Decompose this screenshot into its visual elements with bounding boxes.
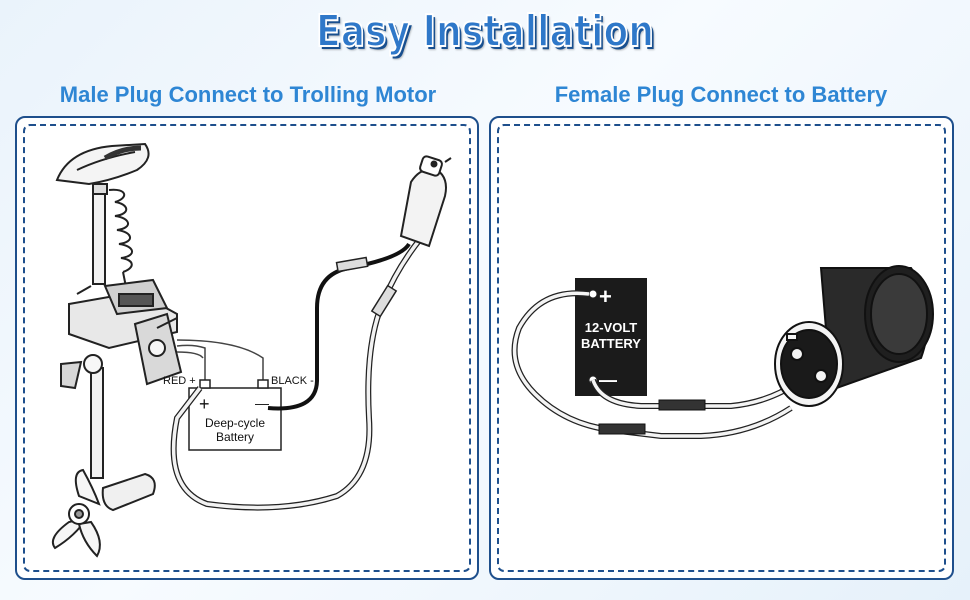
black-label: BLACK -: [271, 375, 314, 387]
positive-cable-core: [171, 236, 423, 510]
battery-label-line2: Battery: [216, 430, 254, 444]
negative-terminal: [588, 375, 598, 385]
battery-minus-label: —: [255, 395, 269, 411]
mount-bracket-icon: [60, 278, 183, 390]
battery-socket-diagram: + 12-VOLT BATTERY —: [511, 265, 934, 439]
motor-shaft-icon: [90, 193, 106, 479]
black-cable: [267, 242, 411, 411]
battery-label-line1: Deep-cycle: [205, 416, 265, 430]
positive-terminal: [588, 289, 598, 299]
cable-connector-upper: [658, 399, 706, 411]
deep-cycle-battery: [188, 379, 282, 451]
trolling-motor-diagram: RED + BLACK - + — Deep-cycle Battery: [51, 142, 452, 558]
positive-cable-core: [512, 291, 792, 438]
positive-cable-sleeve: [370, 284, 398, 318]
left-heading: Male Plug Connect to Trolling Motor: [59, 82, 437, 107]
coiled-cable-icon: [108, 188, 133, 293]
red-wire: [176, 344, 206, 380]
motor-head-icon: [55, 142, 150, 195]
battery-line2: BATTERY: [581, 336, 641, 351]
propeller-unit-icon: [51, 468, 156, 558]
trolling-motor-panel: RED + BLACK - + — Deep-cycle Battery: [15, 116, 479, 580]
positive-cable: [170, 236, 424, 511]
battery-panel: + 12-VOLT BATTERY —: [489, 116, 954, 580]
black-cable-sleeve: [335, 256, 369, 273]
right-heading: Female Plug Connect to Battery: [554, 82, 888, 107]
battery-line1: 12-VOLT: [585, 320, 638, 335]
red-label: RED +: [163, 375, 196, 387]
black-wire: [176, 339, 264, 380]
negative-cable-core: [591, 378, 803, 408]
battery-plus-label: +: [199, 394, 210, 414]
12v-battery: [575, 278, 647, 396]
negative-cable-outline: [590, 377, 803, 409]
battery-plus-label: +: [599, 284, 612, 309]
page-title: Easy Installation: [315, 5, 655, 58]
female-socket-icon: [774, 265, 934, 407]
male-plug-icon: [399, 155, 452, 248]
cable-connector-lower: [598, 423, 646, 435]
battery-minus-label: —: [599, 370, 617, 390]
positive-cable-outline: [511, 290, 793, 439]
